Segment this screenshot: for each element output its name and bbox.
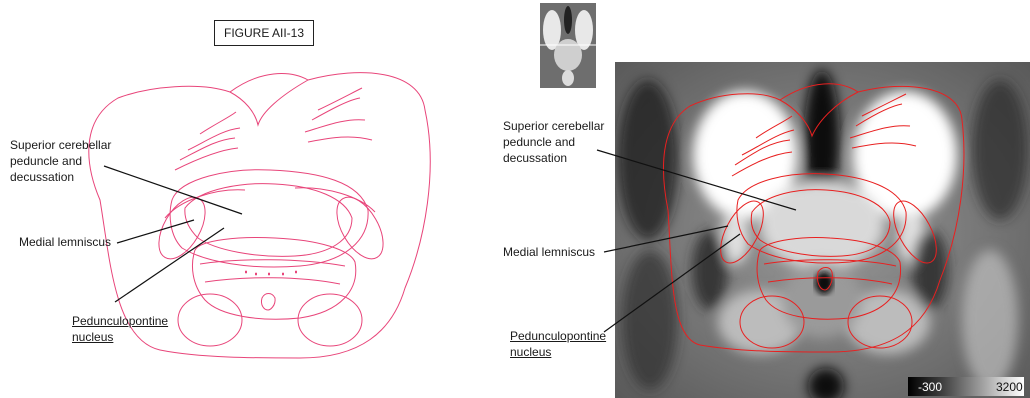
leader-ml-left: [117, 220, 194, 243]
label-ppn-left: Pedunculopontine nucleus: [72, 313, 168, 345]
colorbar-min-label: -300: [918, 380, 942, 394]
left-dorsal-fibers: [175, 112, 240, 170]
mri-image: [615, 62, 1030, 398]
lower-arcs: [200, 260, 345, 284]
label-ppn-right: Pedunculopontine nucleus: [510, 328, 606, 360]
aqueduct: [261, 294, 275, 311]
label-ml-left: Medial lemniscus: [19, 234, 111, 250]
right-lower-oval: [298, 294, 362, 346]
colorbar-max-label: 3200: [996, 380, 1023, 394]
right-dorsal-fibers: [305, 88, 372, 142]
midline-notch: [230, 80, 308, 125]
left-lower-oval: [178, 294, 242, 346]
lower-ring: [192, 238, 355, 320]
figure-title: FIGURE AII-13: [214, 20, 314, 46]
dot-row: [245, 272, 297, 274]
tegmentum-outline: [170, 170, 368, 267]
label-scp-right: Superior cerebellar peduncle and decussa…: [503, 118, 604, 166]
scp-curve: [165, 188, 375, 218]
locator-thumbnail: [540, 3, 596, 88]
label-scp-left: Superior cerebellar peduncle and decussa…: [10, 137, 111, 185]
label-ml-right: Medial lemniscus: [503, 244, 595, 260]
